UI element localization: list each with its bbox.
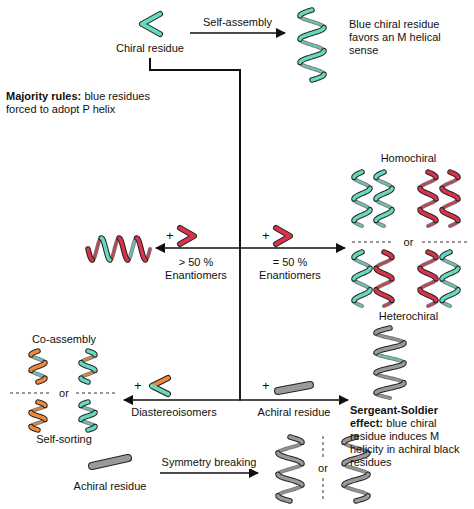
edge-label: Self-assembly xyxy=(201,16,274,29)
plus-sign: + xyxy=(132,379,144,392)
helix xyxy=(420,172,436,226)
helix xyxy=(31,402,45,430)
text-label: Achiral residue xyxy=(60,480,160,493)
node-group: Diastereoisomers xyxy=(124,406,224,422)
node-group: Sergeant-Soldier effect:blue chiral resi… xyxy=(348,322,472,472)
helix xyxy=(81,351,95,382)
text-label: or xyxy=(4,387,124,400)
helix xyxy=(442,252,458,306)
text-label: Achiral residue xyxy=(248,406,340,419)
helix xyxy=(278,437,302,501)
text-label: = 50 % Enantiomers xyxy=(248,256,332,282)
helix xyxy=(81,402,95,430)
helix xyxy=(88,238,150,260)
helix xyxy=(376,328,404,398)
node-group: Achiral residue xyxy=(60,448,160,498)
node-group: or xyxy=(258,432,388,504)
plus-sign: + xyxy=(260,229,272,242)
node-group: Majority rules:blue residues forced to a… xyxy=(4,86,156,276)
text-label: Diastereoisomers xyxy=(124,406,224,419)
connector xyxy=(124,58,240,400)
connector xyxy=(150,58,240,248)
helix xyxy=(354,172,370,226)
connector xyxy=(190,32,285,34)
node-group: Blue chiral residue favors an M helical … xyxy=(285,4,472,86)
text-label: or xyxy=(258,462,388,475)
text-label: Majority rules: xyxy=(6,90,81,102)
connector xyxy=(160,472,258,474)
plus-sign: + xyxy=(260,379,272,392)
helix xyxy=(442,172,458,226)
text-label: Blue chiral residue favors an M helical … xyxy=(349,18,472,57)
node-group: = 50 % Enantiomers xyxy=(248,256,332,286)
node-group: Achiral residue xyxy=(248,406,340,422)
text-label: Self-sorting xyxy=(4,433,124,446)
helix xyxy=(31,351,45,382)
dashed-separator xyxy=(10,242,468,502)
helix xyxy=(300,10,324,80)
text-label: Chiral residue xyxy=(110,42,190,55)
node-group: Co-assembly orSelf-sorting xyxy=(4,333,124,448)
node-group: > 50 % Enantiomers xyxy=(156,256,236,286)
edge-label: Symmetry breaking xyxy=(160,456,259,469)
text-label: Homochiral xyxy=(345,152,472,165)
helix xyxy=(420,252,436,306)
node-group: Chiral residue xyxy=(110,8,190,58)
text-block: Majority rules:blue residues forced to a… xyxy=(6,90,151,116)
helix xyxy=(376,252,392,306)
helix xyxy=(376,172,392,226)
helix xyxy=(354,252,370,306)
node-group: Homochiral orHeterochiral xyxy=(345,152,472,326)
chevron-residue xyxy=(142,14,290,394)
text-label: Heterochiral xyxy=(345,310,472,323)
plus-sign: + xyxy=(164,229,176,242)
text-label: or xyxy=(345,236,472,249)
achiral-rod xyxy=(92,385,310,466)
text-block: Sergeant-Soldier effect:blue chiral resi… xyxy=(350,404,470,469)
connector xyxy=(150,58,345,248)
text-label: > 50 % Enantiomers xyxy=(156,256,236,282)
text-label: Co-assembly xyxy=(4,333,124,346)
connector xyxy=(150,58,348,400)
